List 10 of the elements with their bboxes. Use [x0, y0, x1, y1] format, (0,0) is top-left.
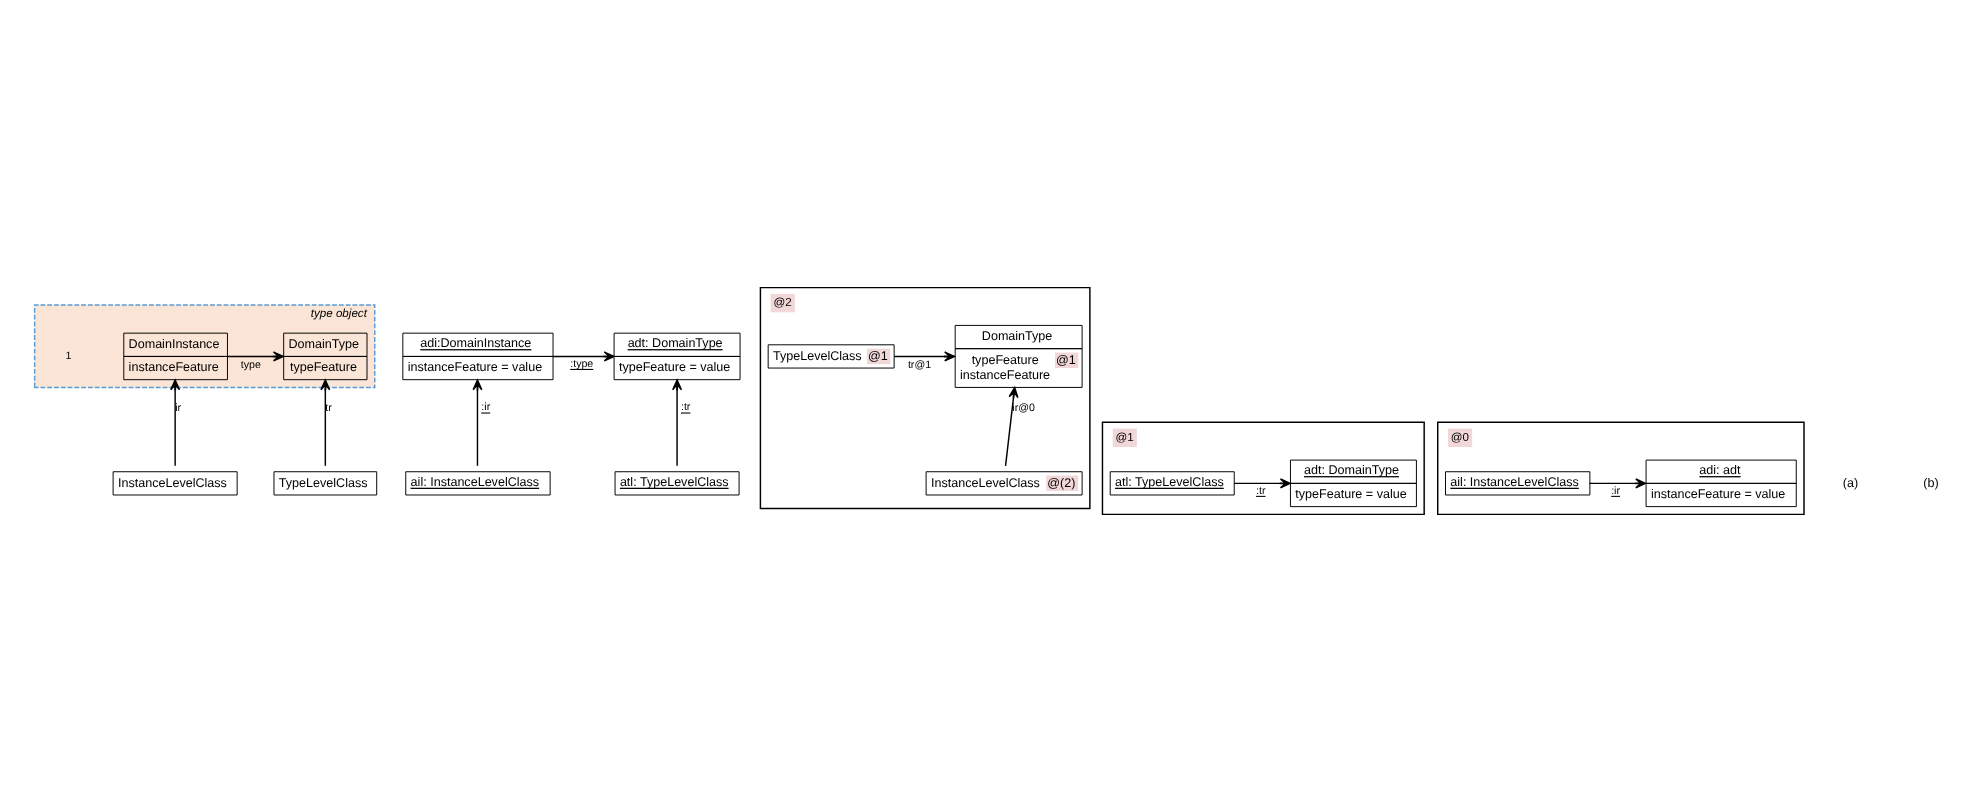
arrow: [893, 350, 956, 361]
arrow: [320, 378, 331, 466]
arrow: [1588, 477, 1647, 488]
arrow: [170, 378, 181, 466]
arrow: [1233, 477, 1291, 488]
arrow: [226, 350, 284, 361]
arrow: [672, 378, 683, 466]
arrow: [551, 350, 615, 361]
arrow: [1004, 385, 1019, 466]
arrow: [472, 378, 483, 466]
